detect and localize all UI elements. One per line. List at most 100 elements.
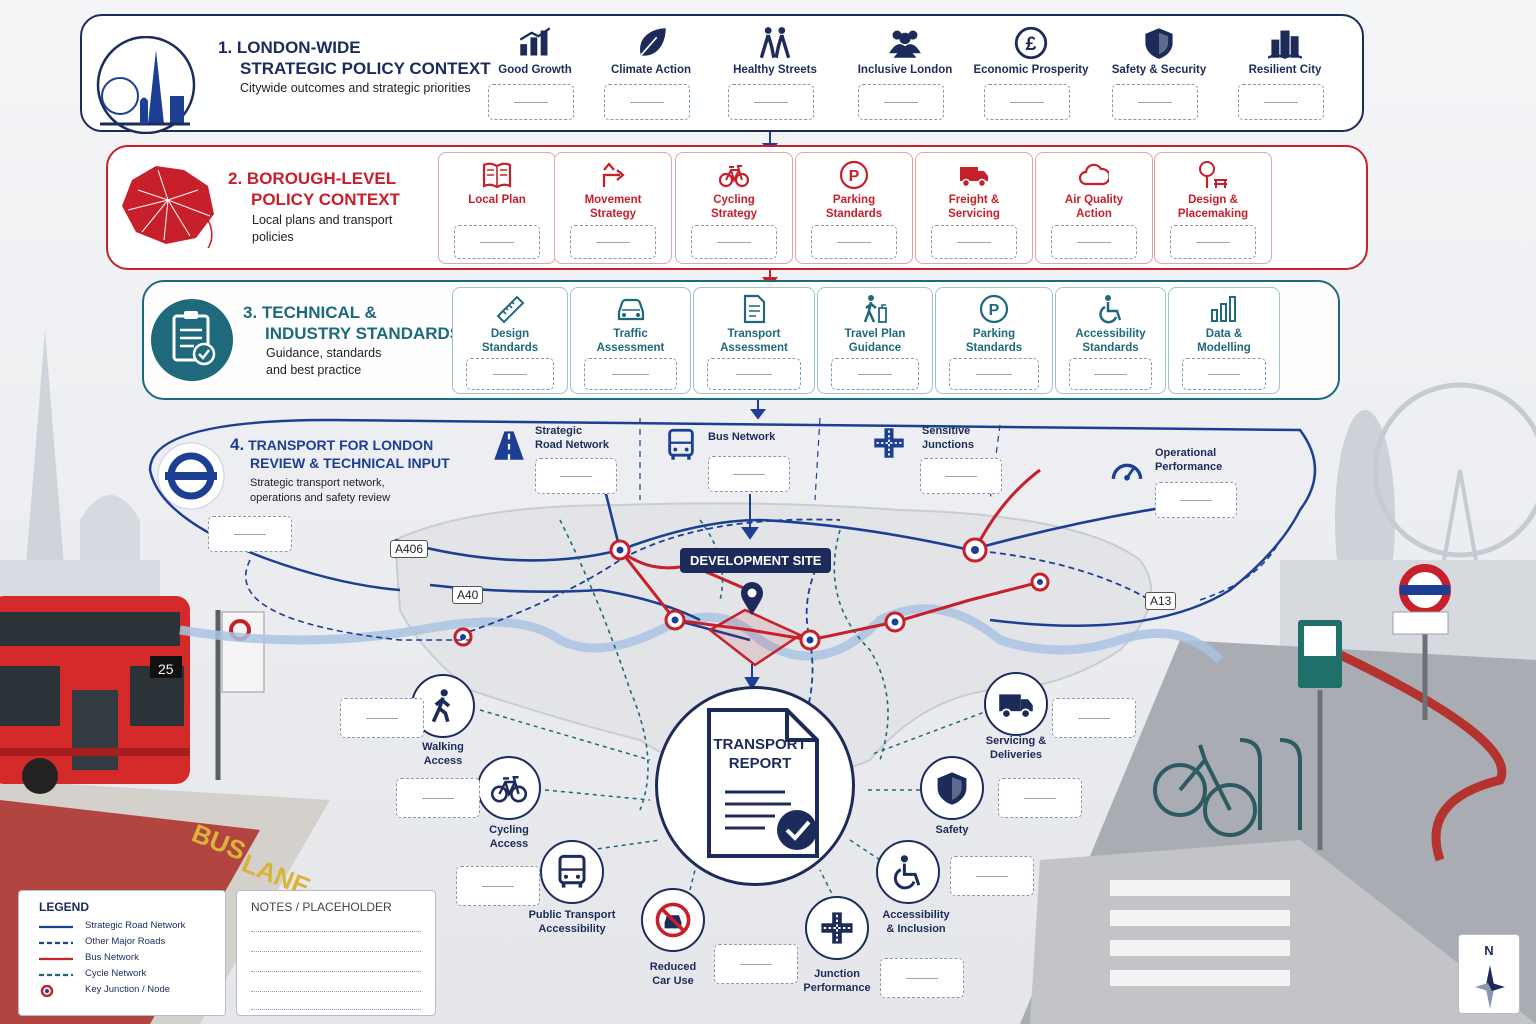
- tier-2-card[interactable]: Design & Placemaking: [1154, 160, 1272, 221]
- tier-1-card[interactable]: Inclusive London: [842, 26, 968, 77]
- tier-3-card[interactable]: Data & Modelling: [1168, 294, 1280, 355]
- outcome-circle[interactable]: [641, 888, 705, 952]
- tier-3-card[interactable]: Design Standards: [452, 294, 568, 355]
- tier-4-item-placeholder[interactable]: [708, 456, 790, 492]
- tier-4-item-placeholder[interactable]: [535, 458, 617, 494]
- outcome-circle[interactable]: [920, 756, 984, 820]
- tier-3-card-placeholder[interactable]: [1069, 358, 1152, 390]
- outcome-placeholder[interactable]: [1052, 698, 1136, 738]
- parking-icon: P: [839, 160, 869, 190]
- tier-2-card-placeholder[interactable]: [570, 225, 656, 259]
- outcome-circle[interactable]: [540, 840, 604, 904]
- tier-3-card-placeholder[interactable]: [949, 358, 1039, 390]
- gauge-icon: [1111, 463, 1143, 481]
- location-pin-icon: [741, 582, 763, 615]
- tier-1-card[interactable]: Healthy Streets: [712, 26, 838, 77]
- tier-3-card[interactable]: Traffic Assessment: [570, 294, 691, 355]
- tier-3-card-placeholder[interactable]: [584, 358, 677, 390]
- tier-1-title-line1: LONDON-WIDE: [236, 38, 361, 57]
- tier-1-card[interactable]: Resilient City: [1222, 26, 1348, 77]
- tier-3-number: 3.: [243, 303, 258, 322]
- tier-2-card-placeholder[interactable]: [691, 225, 777, 259]
- people-group-icon: [889, 30, 921, 58]
- tier-1-card-placeholder[interactable]: [858, 84, 944, 120]
- outcome-label-line2: & Inclusion: [886, 923, 946, 935]
- outcome-placeholder[interactable]: [998, 778, 1082, 818]
- bus-front-icon: [668, 428, 694, 460]
- tier-3-card-label-line1: Accessibility: [1075, 328, 1146, 340]
- tier-1-card-placeholder[interactable]: [728, 84, 814, 120]
- tier-4-subtitle-line1: Strategic transport network,: [250, 477, 385, 489]
- tier-2-card-placeholder[interactable]: [931, 225, 1017, 259]
- outcome-label-line1: Reduced: [649, 961, 697, 973]
- tier-4-item-icon: [872, 426, 906, 465]
- outcome-placeholder[interactable]: [880, 958, 964, 998]
- outcome-placeholder[interactable]: [714, 944, 798, 984]
- tier-2-card[interactable]: Movement Strategy: [554, 160, 672, 221]
- tier-2-subtitle: Local plans and transport policies: [252, 212, 392, 246]
- tier-3-card-placeholder[interactable]: [1182, 358, 1266, 390]
- tier-4-placeholder[interactable]: [208, 516, 292, 552]
- tier-2-card[interactable]: Cycling Strategy: [675, 160, 793, 221]
- tier-2-card-placeholder[interactable]: [1170, 225, 1256, 259]
- report-title: TRANSPORT REPORT: [705, 735, 815, 773]
- tier-3-card-placeholder[interactable]: [831, 358, 919, 390]
- outcome-circle[interactable]: [805, 896, 869, 960]
- tier-2-card-label-line2: Strategy: [589, 208, 637, 220]
- outcome-placeholder[interactable]: [396, 778, 480, 818]
- legend-node-symbol: [40, 985, 54, 997]
- tier-4-title-line1: TRANSPORT FOR LONDON: [248, 437, 434, 453]
- tier-3-card-placeholder[interactable]: [707, 358, 801, 390]
- outcome-circle[interactable]: [984, 672, 1048, 736]
- tier-2-card[interactable]: P Parking Standards: [795, 160, 913, 221]
- report-document-icon: [707, 708, 819, 858]
- tier-4-item-label[interactable]: Operational Performance: [1155, 446, 1222, 474]
- compass-rose-icon: [1475, 965, 1505, 1009]
- tier-1-card-placeholder[interactable]: [488, 84, 574, 120]
- tier-3-card-placeholder[interactable]: [466, 358, 554, 390]
- tier-2-card-placeholder[interactable]: [811, 225, 897, 259]
- tier-2-card-label-line1: Movement: [584, 194, 642, 206]
- tier-3-card-label-line2: Assessment: [720, 342, 788, 354]
- tier-2-card-label-line1: Parking: [832, 194, 876, 206]
- tier-1-card-placeholder[interactable]: [1238, 84, 1324, 120]
- legend-line-symbol: [39, 925, 73, 929]
- tier-3-card[interactable]: Travel Plan Guidance: [817, 294, 933, 355]
- legend-item-label: Other Major Roads: [85, 936, 166, 947]
- tier-1-card-label: Healthy Streets: [733, 64, 817, 76]
- tier-4-item-icon: [1110, 454, 1144, 493]
- bicycle-icon: [719, 165, 749, 188]
- tier-1-card[interactable]: £ Economic Prosperity: [968, 26, 1094, 77]
- tier-4-item-label[interactable]: Strategic Road Network: [535, 424, 609, 452]
- tier-2-card-placeholder[interactable]: [1051, 225, 1137, 259]
- tier-4-item-label[interactable]: Bus Network: [708, 430, 775, 444]
- wheelchair-icon: [1098, 295, 1121, 324]
- tier-2-card[interactable]: Freight & Servicing: [915, 160, 1033, 221]
- outcome-placeholder[interactable]: [340, 698, 424, 738]
- outcome-circle[interactable]: [876, 840, 940, 904]
- tier-2-subtitle-line1: Local plans and transport: [252, 213, 393, 227]
- tier-1-card-placeholder[interactable]: [604, 84, 690, 120]
- tier-1-number: 1.: [218, 38, 233, 57]
- tier-1-card-placeholder[interactable]: [984, 84, 1070, 120]
- tier-1-card-placeholder[interactable]: [1112, 84, 1198, 120]
- tier-3-card[interactable]: Transport Assessment: [693, 294, 815, 355]
- outcome-placeholder[interactable]: [950, 856, 1034, 896]
- tier-1-card[interactable]: Good Growth: [472, 26, 598, 77]
- tier-2-card[interactable]: Air Quality Action: [1035, 160, 1153, 221]
- tier-4-item-placeholder[interactable]: [920, 458, 1002, 494]
- outcome-placeholder[interactable]: [456, 866, 540, 906]
- tier-3-card[interactable]: P Parking Standards: [935, 294, 1053, 355]
- tier-4-item-label[interactable]: Sensitive Junctions: [922, 424, 974, 452]
- outcome-circle[interactable]: [477, 756, 541, 820]
- tier-2-card-placeholder[interactable]: [454, 225, 540, 259]
- tier-4-item-placeholder[interactable]: [1155, 482, 1237, 518]
- tier-1-card[interactable]: Safety & Security: [1096, 26, 1222, 77]
- outcome-label-line2: Access: [423, 755, 463, 767]
- outcome-label-line1: Cycling: [489, 824, 529, 836]
- tier-1-card[interactable]: Climate Action: [588, 26, 714, 77]
- outcome-label: Servicing & Deliveries: [956, 734, 1076, 762]
- tier-2-card[interactable]: Local Plan: [438, 160, 556, 207]
- tier-3-card[interactable]: Accessibility Standards: [1055, 294, 1166, 355]
- tier-2-card-label-line1: Air Quality: [1064, 194, 1124, 206]
